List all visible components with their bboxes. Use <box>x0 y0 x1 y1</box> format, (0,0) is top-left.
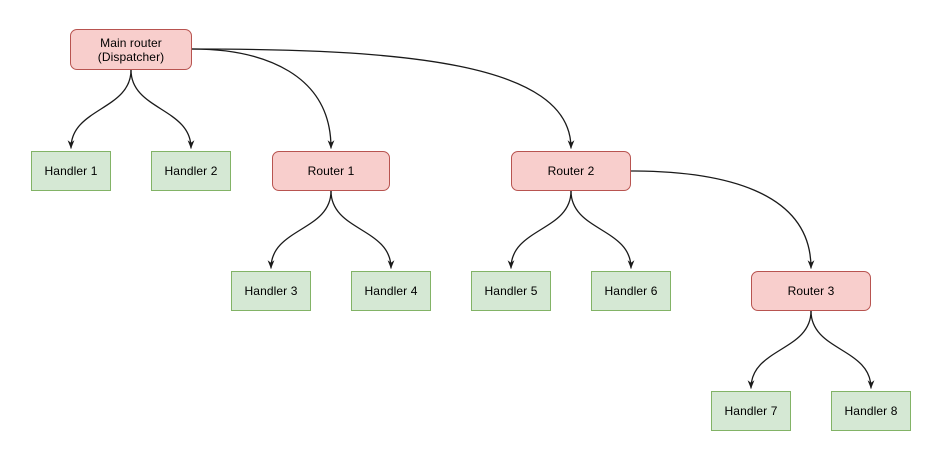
node-handler-7[interactable]: Handler 7 <box>711 391 791 431</box>
node-label-handler-8: Handler 8 <box>844 404 898 418</box>
edge-main-to-router-1 <box>191 48 335 149</box>
edge-router-2-to-router-3 <box>630 170 815 269</box>
edge-router-3-to-handler-8 <box>810 310 875 389</box>
edge-router-2-to-handler-6 <box>570 190 635 269</box>
node-label-router-2: Router 2 <box>547 164 595 178</box>
edge-router-2-to-handler-5 <box>507 190 572 269</box>
edge-main-to-handler-2 <box>130 69 195 149</box>
node-handler-8[interactable]: Handler 8 <box>831 391 911 431</box>
node-main-router[interactable]: Main router (Dispatcher) <box>70 29 192 70</box>
node-label-router-3: Router 3 <box>787 284 835 298</box>
node-label-main-router: Main router (Dispatcher) <box>97 35 165 64</box>
edge-router-1-to-handler-3 <box>267 190 332 269</box>
node-handler-2[interactable]: Handler 2 <box>151 151 231 191</box>
node-label-handler-3: Handler 3 <box>244 284 298 298</box>
edge-main-to-handler-1 <box>67 69 132 149</box>
edge-router-1-to-handler-4 <box>330 190 395 269</box>
node-handler-4[interactable]: Handler 4 <box>351 271 431 311</box>
node-handler-5[interactable]: Handler 5 <box>471 271 551 311</box>
node-label-handler-1: Handler 1 <box>44 164 98 178</box>
node-router-1[interactable]: Router 1 <box>272 151 390 191</box>
node-router-3[interactable]: Router 3 <box>751 271 871 311</box>
node-label-handler-2: Handler 2 <box>164 164 218 178</box>
node-handler-6[interactable]: Handler 6 <box>591 271 671 311</box>
node-label-handler-7: Handler 7 <box>724 404 778 418</box>
node-router-2[interactable]: Router 2 <box>511 151 631 191</box>
node-label-handler-6: Handler 6 <box>604 284 658 298</box>
node-handler-1[interactable]: Handler 1 <box>31 151 111 191</box>
node-label-handler-5: Handler 5 <box>484 284 538 298</box>
edge-router-3-to-handler-7 <box>747 310 812 389</box>
edge-main-to-router-2 <box>191 48 575 149</box>
node-handler-3[interactable]: Handler 3 <box>231 271 311 311</box>
node-label-router-1: Router 1 <box>307 164 355 178</box>
node-label-handler-4: Handler 4 <box>364 284 418 298</box>
